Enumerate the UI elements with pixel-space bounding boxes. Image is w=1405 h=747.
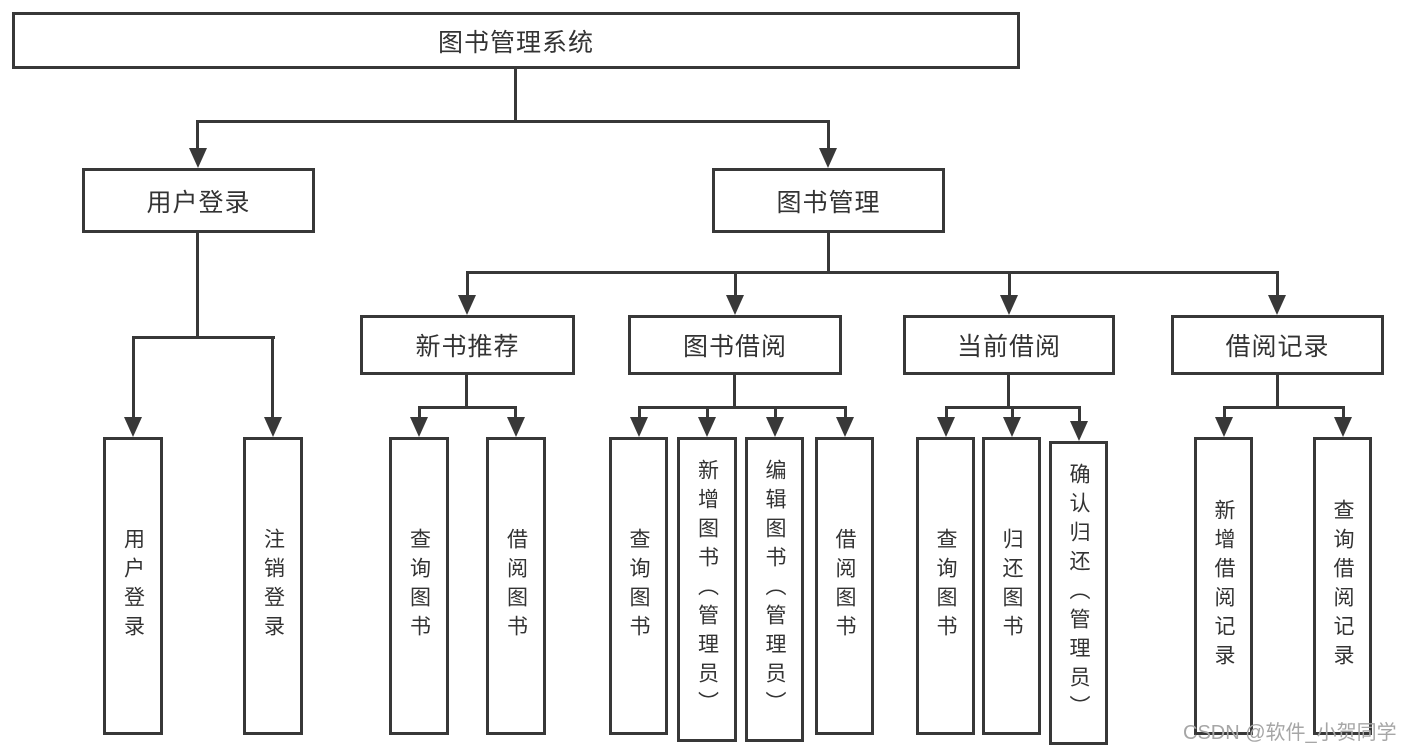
connector-current-borrow-stub (1007, 375, 1010, 406)
leaf-current-return: 归还图书 (982, 437, 1041, 735)
arrow-down-icon (698, 417, 716, 437)
connector-borrow-records-stub (1276, 375, 1279, 406)
leaf-newbooks-borrow: 借阅图书 (486, 437, 546, 735)
connector-new-books-rail (419, 406, 517, 409)
node-current-borrow: 当前借阅 (903, 315, 1115, 375)
leaf-borrow-add-admin: 新增图书（管理员） (677, 437, 737, 742)
arrow-down-icon (937, 417, 955, 437)
arrow-down-icon (1070, 421, 1088, 441)
connector-new-books-stub (465, 375, 468, 406)
connector-book-borrow-rail (639, 406, 846, 409)
arrow-down-icon (1215, 417, 1233, 437)
arrow-down-icon (726, 295, 744, 315)
arrow-down-icon (507, 417, 525, 437)
arrow-down-icon (124, 417, 142, 437)
arrow-down-icon (410, 417, 428, 437)
connector-stem-book-borrow (734, 271, 737, 296)
node-new-books: 新书推荐 (360, 315, 575, 375)
arrow-down-icon (766, 417, 784, 437)
connector-root-stub (514, 69, 517, 120)
leaf-current-query: 查询图书 (916, 437, 975, 735)
connector-stem (1011, 406, 1014, 419)
leaf-records-add: 新增借阅记录 (1194, 437, 1253, 735)
leaf-records-query: 查询借阅记录 (1313, 437, 1372, 735)
node-book-mgmt: 图书管理 (712, 168, 945, 233)
arrow-down-icon (819, 148, 837, 168)
connector-stem (1342, 406, 1345, 419)
connector-stem (418, 406, 421, 419)
connector-stem-leaf-logout (271, 336, 274, 418)
leaf-borrow-borrow: 借阅图书 (815, 437, 874, 735)
arrow-down-icon (836, 417, 854, 437)
connector-stem (706, 406, 709, 419)
node-user-login: 用户登录 (82, 168, 315, 233)
node-borrow-records: 借阅记录 (1171, 315, 1384, 375)
watermark: CSDN @软件_小贺同学 (1183, 722, 1397, 744)
connector-borrow-records-rail (1224, 406, 1345, 409)
connector-level3-rail (467, 271, 1278, 274)
arrow-down-icon (1000, 295, 1018, 315)
connector-stem-new-books (466, 271, 469, 296)
arrow-down-icon (264, 417, 282, 437)
connector-level2-rail (197, 120, 829, 123)
arrow-down-icon (1334, 417, 1352, 437)
leaf-borrow-edit-admin: 编辑图书（管理员） (745, 437, 804, 742)
connector-stem (1223, 406, 1226, 419)
arrow-down-icon (630, 417, 648, 437)
arrow-down-icon (1268, 295, 1286, 315)
node-root: 图书管理系统 (12, 12, 1020, 69)
connector-stem (844, 406, 847, 419)
node-book-borrow: 图书借阅 (628, 315, 842, 375)
leaf-user-login: 用户登录 (103, 437, 163, 735)
arrow-down-icon (189, 148, 207, 168)
connector-user-login-rail (132, 336, 275, 339)
connector-stem-user-login (196, 120, 199, 150)
connector-stem-borrow-records (1276, 271, 1279, 296)
leaf-borrow-query: 查询图书 (609, 437, 668, 735)
leaf-logout: 注销登录 (243, 437, 303, 735)
connector-book-mgmt-stub (827, 233, 830, 271)
connector-stem-leaf-login (132, 336, 135, 418)
arrow-down-icon (1003, 417, 1021, 437)
connector-stem-book-mgmt (827, 120, 830, 150)
connector-stem-current-borrow (1008, 271, 1011, 296)
connector-book-borrow-stub (733, 375, 736, 406)
connector-stem (945, 406, 948, 419)
connector-stem (638, 406, 641, 419)
leaf-newbooks-query: 查询图书 (389, 437, 449, 735)
connector-stem (774, 406, 777, 419)
connector-stem (514, 406, 517, 419)
leaf-current-confirm-admin: 确认归还（管理员） (1049, 441, 1108, 745)
connector-user-login-stub (196, 233, 199, 337)
arrow-down-icon (458, 295, 476, 315)
connector-stem (1078, 406, 1081, 422)
